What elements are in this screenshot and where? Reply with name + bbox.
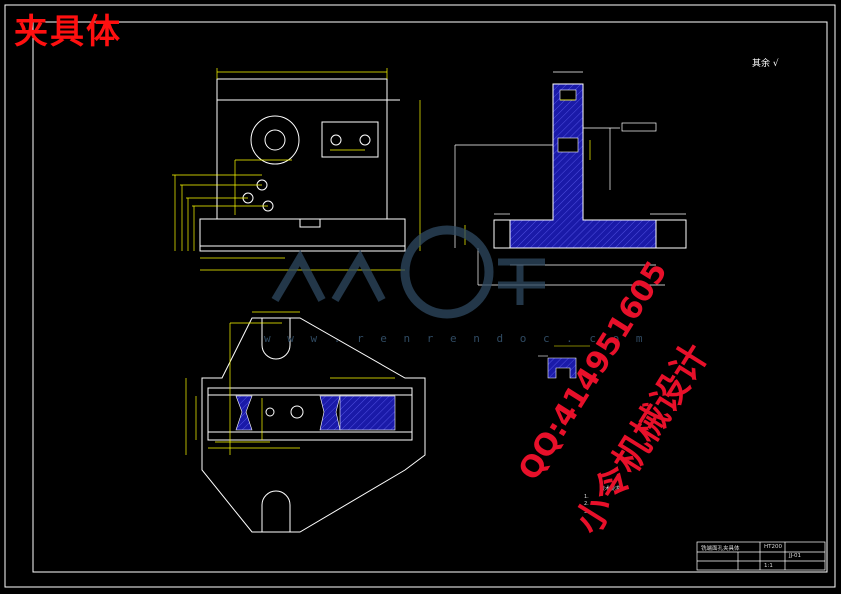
notes-item: 3.	[584, 508, 589, 515]
title-block-material: HT200	[764, 544, 782, 550]
title-block-scale: 1:1	[764, 563, 773, 569]
title-block	[696, 541, 826, 571]
inner-frame	[32, 21, 828, 573]
side-section-view	[493, 83, 687, 249]
outer-frame	[4, 4, 836, 588]
watermark-url: w w w . r e n r e n d o c . c o m	[264, 332, 648, 345]
title-block-drawing-no: JJ-01	[789, 553, 802, 559]
front-view-dimensions	[172, 68, 421, 271]
notes-heading: 技术要求	[600, 486, 621, 492]
title-block-part-name: 铣端面孔夹具体	[701, 546, 740, 552]
front-view	[199, 78, 406, 252]
top-view-section	[235, 395, 396, 431]
top-view-dimensions	[185, 311, 395, 455]
drawing-title: 夹具体	[14, 12, 122, 52]
roughness-symbol: 其余 √	[752, 59, 779, 69]
technical-notes: 技术要求 1. 2. 3.	[584, 486, 620, 516]
watermark-logo	[271, 225, 545, 319]
detail-view	[538, 345, 590, 379]
notes-item: 1.	[584, 493, 589, 500]
top-view	[201, 317, 426, 533]
notes-item: 2.	[584, 501, 589, 507]
